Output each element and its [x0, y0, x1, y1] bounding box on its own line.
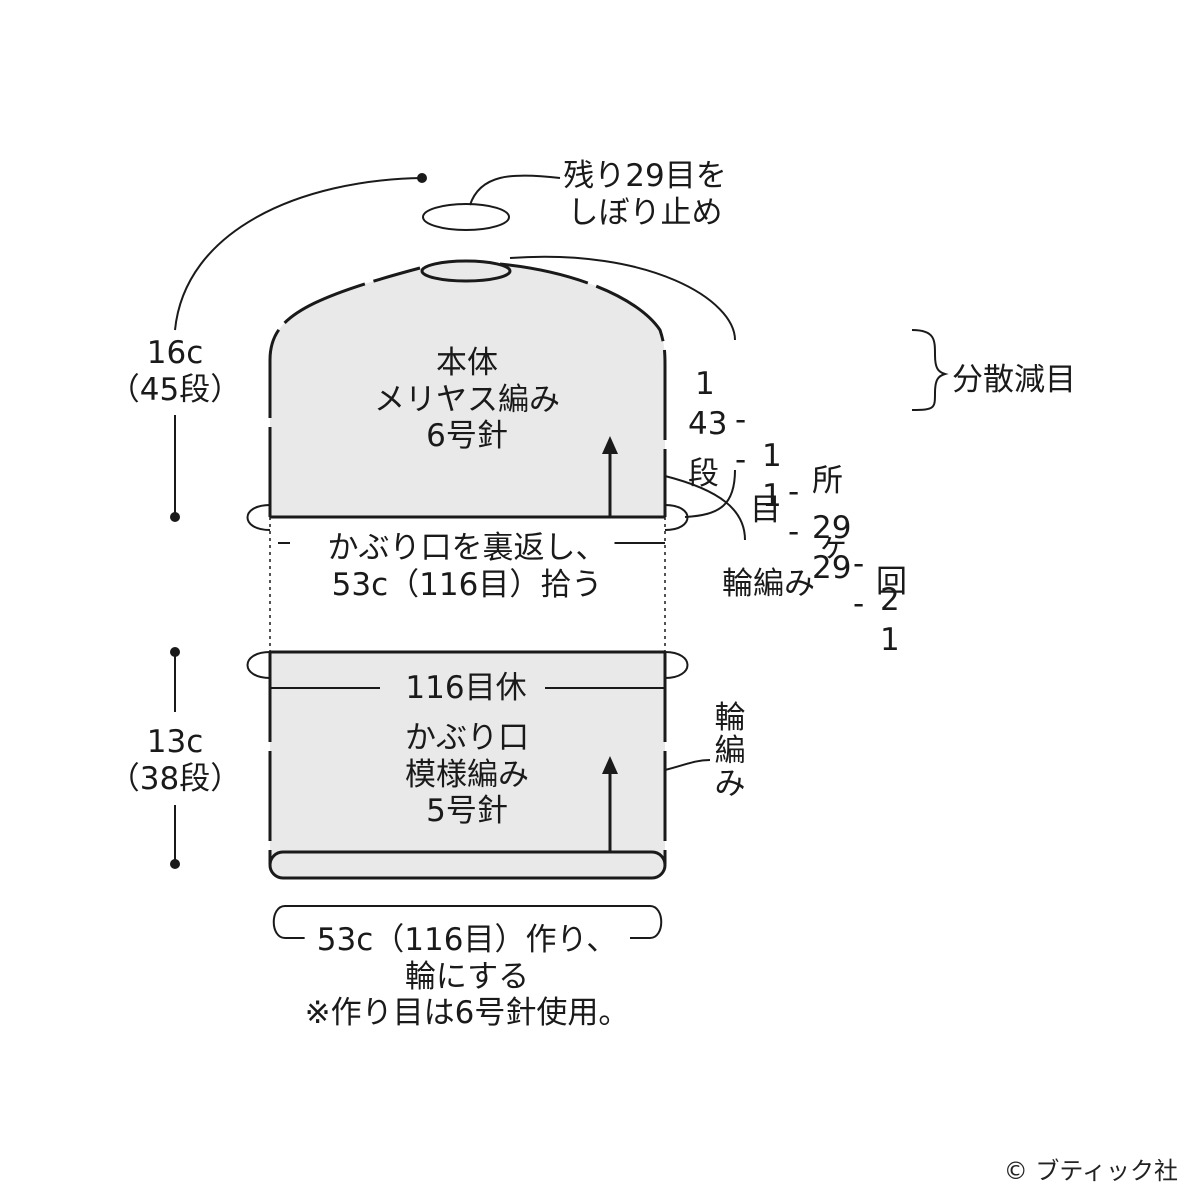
brim-height-cm: 13c [146, 724, 204, 760]
brim-arrow-head [602, 756, 618, 774]
gather-note-line1: 残り29目を [563, 158, 727, 194]
decrease-row2: 43 - 1 - 29 - 1 [688, 406, 900, 658]
gather-note-line2: しぼり止め [567, 194, 723, 231]
brim-ring [246, 651, 689, 679]
brim-height-rows: （38段） [108, 760, 242, 797]
cast-on-note-line1: 53c（116目）作り、 [304, 922, 630, 959]
cast-on-note-line3: ※作り目は6号針使用。 [304, 995, 630, 1032]
decrease-row1: 1 - 1 - 29 - 2 [695, 366, 900, 618]
body-label: 本体 メリヤス編み 6号針 [374, 345, 560, 455]
gather-note-leader [469, 174, 561, 206]
cast-on-note: 53c（116目）作り、 輪にする ※作り目は6号針使用。 [304, 922, 630, 1032]
round-knit-top-label: 輪編み [722, 566, 815, 602]
rest-stitches-label: 116目休 [405, 670, 527, 706]
pickup-note-line1: かぶり口を裏返し、 [319, 530, 615, 567]
body-outline-right [499, 262, 667, 517]
decrease-row4: 所 [812, 463, 843, 499]
gather-note: 残り29目を しぼり止め [563, 158, 726, 231]
body-label-title: 本体 [436, 345, 498, 381]
body-label-needle: 6号針 [426, 418, 508, 455]
body-height-cm: 16c [146, 335, 204, 371]
gather-ring [422, 203, 510, 231]
body-height-rows: （45段） [108, 371, 242, 408]
body-height-label: 16c （45段） [109, 335, 241, 408]
cast-on-note-line2: 輪にする [404, 958, 530, 995]
body-shape [270, 264, 665, 517]
decrease-brace [911, 329, 949, 411]
round-knit-side-label: 輪 編 み [714, 700, 746, 802]
body-outline-left [268, 266, 421, 517]
brim-bottom-roll [268, 850, 667, 880]
brim-label-title: かぶり口 [405, 720, 529, 756]
copyright-notice: © ブティック社 [1003, 1157, 1178, 1185]
body-label-stitch: メリヤス編み [374, 381, 560, 418]
body-arrow-head [602, 436, 618, 454]
brim-label-stitch: 模様編み [405, 756, 529, 793]
pickup-note: かぶり口を裏返し、 53c（116目）拾う [319, 530, 615, 603]
decrease-row3: 段 目 ヶ 回 [688, 456, 907, 600]
body-height-leader [174, 177, 423, 331]
brim-height-label: 13c （38段） [109, 724, 241, 797]
decrease-brace-label: 分散減目 [952, 362, 1076, 398]
decrease-leader [509, 255, 736, 341]
gather-top-ellipse [420, 259, 512, 283]
brim-label: かぶり口 模様編み 5号針 [405, 720, 529, 830]
pickup-note-line2: 53c（116目）拾う [331, 566, 603, 603]
brim-label-needle: 5号針 [426, 793, 508, 830]
cast-on-bracket [272, 905, 663, 939]
